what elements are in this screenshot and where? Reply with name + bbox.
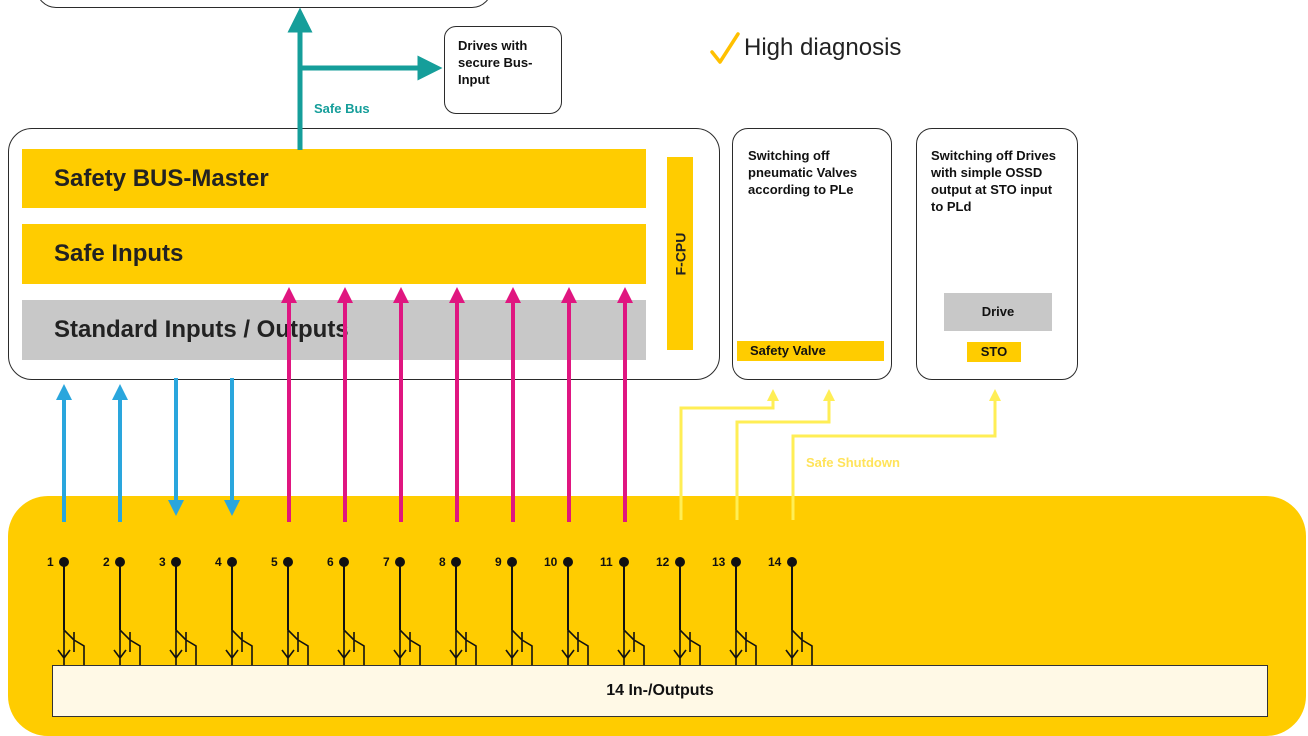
pin-terminal-dot [787, 557, 797, 567]
pin-number-6: 6 [327, 555, 334, 569]
pin-number-8: 8 [439, 555, 446, 569]
safety-bus-master-label: Safety BUS-Master [54, 164, 269, 192]
safe-inputs-bar: Safe Inputs [22, 224, 646, 284]
safe-bus-label: Safe Bus [314, 101, 370, 116]
standard-io-bar: Standard Inputs / Outputs [22, 300, 646, 360]
io-bar-label: 14 In-/Outputs [606, 682, 714, 699]
pin-13 [729, 557, 757, 666]
safe-shutdown-label: Safe Shutdown [806, 455, 900, 470]
pin-terminal-dot [283, 557, 293, 567]
pin-number-10: 10 [544, 555, 558, 569]
pin-8 [449, 557, 477, 666]
pin-7 [393, 557, 421, 666]
pin-12 [673, 557, 701, 666]
pin-terminal-dot [675, 557, 685, 567]
pin-terminal-dot [59, 557, 69, 567]
pin-number-7: 7 [383, 555, 390, 569]
high-diagnosis-text: High diagnosis [744, 34, 902, 61]
transistor-symbol [617, 629, 645, 666]
transistor-symbol [561, 629, 589, 666]
transistor-symbol [169, 629, 197, 666]
transistor-symbol [729, 629, 757, 666]
transistor-symbol [337, 629, 365, 666]
standard-io-label: Standard Inputs / Outputs [54, 316, 349, 343]
pin-terminal-dot [227, 557, 237, 567]
pin-number-4: 4 [215, 555, 222, 569]
pin-5 [281, 557, 309, 666]
pin-number-5: 5 [271, 555, 278, 569]
pin-9 [505, 557, 533, 666]
shutdown-line-12 [679, 389, 779, 520]
transistor-symbol [225, 629, 253, 666]
pin-11 [617, 557, 645, 666]
transistor-symbol [393, 629, 421, 666]
transistor-symbol [449, 629, 477, 666]
valve-box: Switching off pneumatic Valves according… [732, 128, 892, 380]
drives-secure-bus-box: Drives with secure Bus-Input [444, 26, 562, 114]
pin-3 [169, 557, 197, 666]
pin-10 [561, 557, 589, 666]
pin-14 [785, 557, 813, 666]
transistor-symbol [113, 629, 141, 666]
pin-number-3: 3 [159, 555, 166, 569]
valve-box-text: Switching off pneumatic Valves according… [748, 148, 858, 197]
checkmark-icon [708, 28, 742, 68]
pin-4 [225, 557, 253, 666]
transistor-symbol [281, 629, 309, 666]
pin-terminal-dot [171, 557, 181, 567]
pin-1 [57, 557, 85, 666]
transistor-symbol [785, 629, 813, 666]
pin-number-2: 2 [103, 555, 110, 569]
drives-secure-bus-text: Drives with secure Bus-Input [458, 38, 533, 87]
shutdown-line-13 [735, 389, 835, 520]
pin-number-14: 14 [768, 555, 782, 569]
transistor-symbol [505, 629, 533, 666]
pin-terminal-dot [507, 557, 517, 567]
pin-terminal-dot [563, 557, 573, 567]
io-bar: 14 In-/Outputs [52, 665, 1268, 717]
pin-number-1: 1 [47, 555, 54, 569]
pin-terminal-dot [339, 557, 349, 567]
pin-number-11: 11 [600, 555, 613, 569]
transistor-symbol [57, 629, 85, 666]
drive-label: Drive [944, 293, 1052, 331]
shutdown-line-14 [791, 389, 1001, 520]
drive-box: Switching off Drives with simple OSSD ou… [916, 128, 1078, 380]
pin-number-13: 13 [712, 555, 726, 569]
pin-6 [337, 557, 365, 666]
pin-number-9: 9 [495, 555, 502, 569]
drive-box-text: Switching off Drives with simple OSSD ou… [931, 148, 1056, 214]
pin-terminal-dot [451, 557, 461, 567]
safe-inputs-label: Safe Inputs [54, 240, 184, 267]
pin-terminal-dot [619, 557, 629, 567]
pin-terminal-dot [731, 557, 741, 567]
sto-label: STO [967, 342, 1021, 362]
pin-number-12: 12 [656, 555, 670, 569]
pin-2 [113, 557, 141, 666]
fcpu-bar: F-CPU [667, 157, 693, 350]
pin-terminal-dot [395, 557, 405, 567]
pin-terminal-dot [115, 557, 125, 567]
safety-valve-label: Safety Valve [737, 341, 884, 361]
safety-bus-master-bar: Safety BUS-Master [22, 149, 646, 208]
transistor-symbol [673, 629, 701, 666]
